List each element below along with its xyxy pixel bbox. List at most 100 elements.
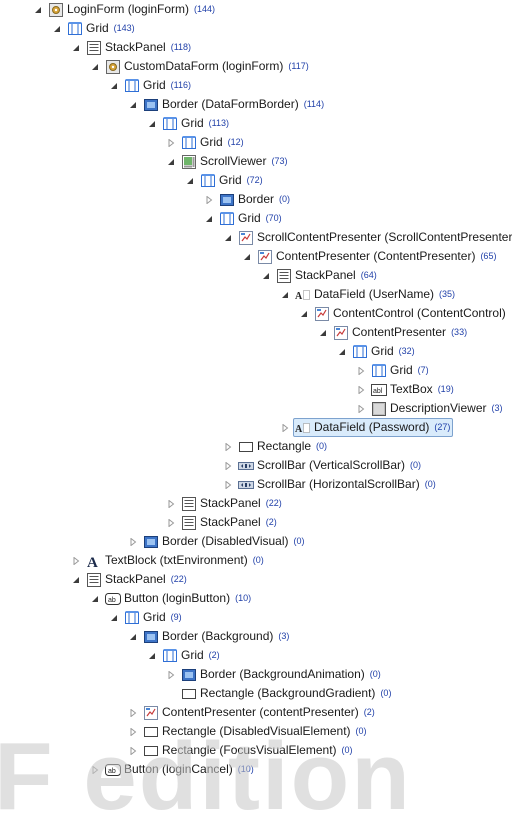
collapsed-triangle-icon[interactable] bbox=[68, 551, 84, 570]
tree-node[interactable]: Grid(113) bbox=[144, 114, 232, 133]
tree-node-label[interactable]: Border (BackgroundAnimation)(0) bbox=[179, 665, 384, 684]
collapsed-triangle-icon[interactable] bbox=[353, 399, 369, 418]
expanded-triangle-icon[interactable] bbox=[144, 646, 160, 665]
tree-node[interactable]: ContentControl (ContentControl) bbox=[296, 304, 509, 323]
tree-node-label[interactable]: StackPanel(2) bbox=[179, 513, 280, 532]
tree-node[interactable]: StackPanel(22) bbox=[163, 494, 285, 513]
expanded-triangle-icon[interactable] bbox=[68, 570, 84, 589]
tree-node[interactable]: Border (Background)(3) bbox=[125, 627, 292, 646]
expanded-triangle-icon[interactable] bbox=[144, 114, 160, 133]
tree-node[interactable]: Grid(72) bbox=[182, 171, 266, 190]
collapsed-triangle-icon[interactable] bbox=[353, 361, 369, 380]
tree-node[interactable]: Rectangle (BackgroundGradient)(0) bbox=[163, 684, 394, 703]
tree-node-label[interactable]: Border (DisabledVisual)(0) bbox=[141, 532, 308, 551]
expanded-triangle-icon[interactable] bbox=[258, 266, 274, 285]
tree-node[interactable]: CustomDataForm (loginForm)(117) bbox=[87, 57, 312, 76]
tree-node-label[interactable]: StackPanel(22) bbox=[179, 494, 285, 513]
tree-node[interactable]: Rectangle (DisabledVisualElement)(0) bbox=[125, 722, 370, 741]
tree-node[interactable]: StackPanel(118) bbox=[68, 38, 194, 57]
tree-node-label[interactable]: Grid(12) bbox=[179, 133, 247, 152]
expanded-triangle-icon[interactable] bbox=[68, 38, 84, 57]
tree-node-label[interactable]: Rectangle (BackgroundGradient)(0) bbox=[179, 684, 394, 703]
tree-node[interactable]: StackPanel(22) bbox=[68, 570, 190, 589]
tree-node[interactable]: StackPanel(2) bbox=[163, 513, 280, 532]
tree-node[interactable]: ContentPresenter(33) bbox=[315, 323, 470, 342]
expanded-triangle-icon[interactable] bbox=[201, 209, 217, 228]
tree-node[interactable]: Border (DataFormBorder)(114) bbox=[125, 95, 327, 114]
tree-node[interactable]: Grid(2) bbox=[144, 646, 223, 665]
tree-node-label[interactable]: Rectangle (FocusVisualElement)(0) bbox=[141, 741, 356, 760]
tree-node[interactable]: Grid(70) bbox=[201, 209, 285, 228]
collapsed-triangle-icon[interactable] bbox=[163, 513, 179, 532]
tree-node[interactable]: ScrollViewer(73) bbox=[163, 152, 290, 171]
expanded-triangle-icon[interactable] bbox=[106, 608, 122, 627]
expanded-triangle-icon[interactable] bbox=[239, 247, 255, 266]
tree-node[interactable]: Border(0) bbox=[201, 190, 293, 209]
collapsed-triangle-icon[interactable] bbox=[277, 418, 293, 437]
collapsed-triangle-icon[interactable] bbox=[163, 665, 179, 684]
collapsed-triangle-icon[interactable] bbox=[163, 494, 179, 513]
expanded-triangle-icon[interactable] bbox=[49, 19, 65, 38]
tree-node-label[interactable]: LoginForm (loginForm)(144) bbox=[46, 0, 218, 19]
tree-node-label[interactable]: DescriptionViewer(3) bbox=[369, 399, 506, 418]
tree-node-label[interactable]: ScrollContentPresenter (ScrollContentPre… bbox=[236, 228, 512, 247]
tree-node-label[interactable]: ContentPresenter (ContentPresenter)(65) bbox=[255, 247, 499, 266]
tree-node-label[interactable]: ScrollBar (VerticalScrollBar)(0) bbox=[236, 456, 424, 475]
tree-node[interactable]: Rectangle (FocusVisualElement)(0) bbox=[125, 741, 356, 760]
tree-node-label[interactable]: ContentPresenter(33) bbox=[331, 323, 470, 342]
tree-node-label[interactable]: StackPanel(118) bbox=[84, 38, 194, 57]
tree-node-label[interactable]: Border (Background)(3) bbox=[141, 627, 292, 646]
collapsed-triangle-icon[interactable] bbox=[87, 760, 103, 779]
tree-node-label[interactable]: Grid(2) bbox=[160, 646, 223, 665]
expanded-triangle-icon[interactable] bbox=[125, 95, 141, 114]
collapsed-triangle-icon[interactable] bbox=[220, 437, 236, 456]
tree-node[interactable]: Grid(9) bbox=[106, 608, 185, 627]
tree-node[interactable]: ScrollBar (VerticalScrollBar)(0) bbox=[220, 456, 424, 475]
expanded-triangle-icon[interactable] bbox=[296, 304, 312, 323]
tree-node-label[interactable]: ScrollBar (HorizontalScrollBar)(0) bbox=[236, 475, 439, 494]
tree-node[interactable]: ContentPresenter (ContentPresenter)(65) bbox=[239, 247, 499, 266]
tree-node[interactable]: Grid(12) bbox=[163, 133, 247, 152]
tree-node[interactable]: LoginForm (loginForm)(144) bbox=[30, 0, 218, 19]
collapsed-triangle-icon[interactable] bbox=[220, 456, 236, 475]
tree-node[interactable]: Border (BackgroundAnimation)(0) bbox=[163, 665, 384, 684]
expanded-triangle-icon[interactable] bbox=[182, 171, 198, 190]
tree-node-label[interactable]: ScrollViewer(73) bbox=[179, 152, 290, 171]
tree-node[interactable]: DescriptionViewer(3) bbox=[353, 399, 506, 418]
collapsed-triangle-icon[interactable] bbox=[163, 133, 179, 152]
collapsed-triangle-icon[interactable] bbox=[353, 380, 369, 399]
collapsed-triangle-icon[interactable] bbox=[220, 475, 236, 494]
expanded-triangle-icon[interactable] bbox=[30, 0, 46, 19]
tree-node-label[interactable]: Rectangle(0) bbox=[236, 437, 330, 456]
tree-node[interactable]: Grid(116) bbox=[106, 76, 194, 95]
tree-node-label[interactable]: CustomDataForm (loginForm)(117) bbox=[103, 57, 312, 76]
expanded-triangle-icon[interactable] bbox=[87, 57, 103, 76]
tree-node[interactable]: ScrollBar (HorizontalScrollBar)(0) bbox=[220, 475, 439, 494]
tree-node[interactable]: Grid(143) bbox=[49, 19, 138, 38]
tree-node-label[interactable]: ContentControl (ContentControl) bbox=[312, 304, 509, 323]
tree-node[interactable]: Rectangle(0) bbox=[220, 437, 330, 456]
tree-node-label[interactable]: Grid(32) bbox=[350, 342, 418, 361]
tree-node[interactable]: Grid(7) bbox=[353, 361, 432, 380]
expanded-triangle-icon[interactable] bbox=[277, 285, 293, 304]
tree-node-label[interactable]: ContentPresenter (contentPresenter)(2) bbox=[141, 703, 378, 722]
tree-node-label[interactable]: Grid(9) bbox=[122, 608, 185, 627]
tree-node-label[interactable]: Grid(116) bbox=[122, 76, 194, 95]
collapsed-triangle-icon[interactable] bbox=[125, 532, 141, 551]
tree-node-label[interactable]: Grid(7) bbox=[369, 361, 432, 380]
collapsed-triangle-icon[interactable] bbox=[125, 722, 141, 741]
collapsed-triangle-icon[interactable] bbox=[125, 703, 141, 722]
tree-node-label[interactable]: Rectangle (DisabledVisualElement)(0) bbox=[141, 722, 370, 741]
expanded-triangle-icon[interactable] bbox=[87, 589, 103, 608]
